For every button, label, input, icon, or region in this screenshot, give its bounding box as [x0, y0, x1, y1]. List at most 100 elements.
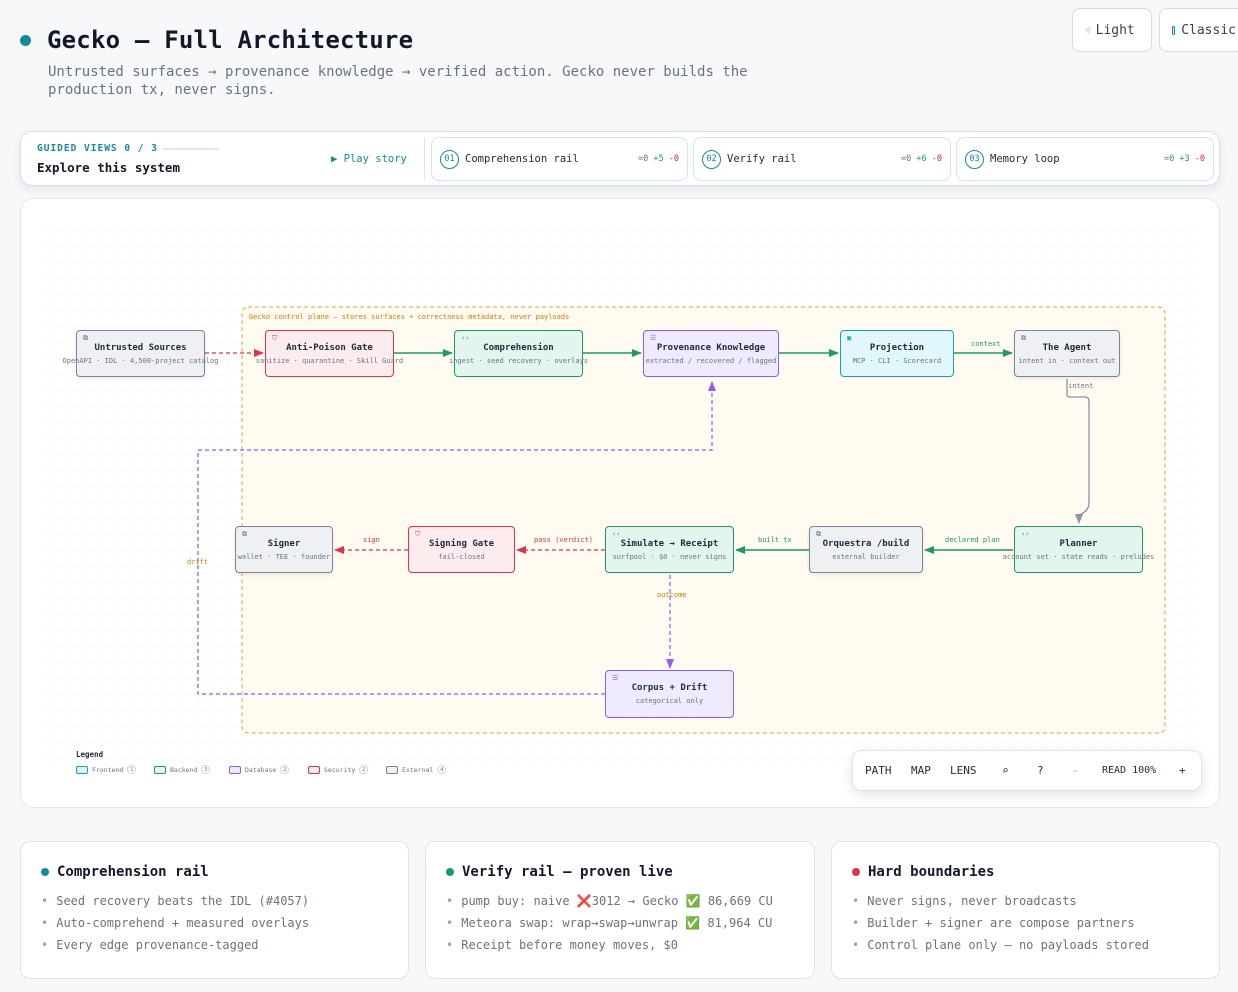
card-title: Verify rail — proven live [462, 864, 673, 880]
external-icon: ⧉ [1021, 334, 1026, 342]
card-list: Never signs, never broadcasts Builder + … [852, 892, 1149, 958]
node-signer[interactable]: ⧉ Signer wallet · TEE · founder [235, 526, 333, 573]
legend-label: Database [245, 765, 277, 774]
external-icon: ⧉ [83, 334, 88, 342]
node-title: Orquestra /build [822, 538, 910, 549]
stat-added: +6 [916, 154, 927, 164]
explore-heading: Explore this system [37, 160, 180, 175]
legend-swatch [154, 765, 166, 774]
search-icon[interactable]: ⌕ [1002, 764, 1009, 777]
code-icon: ‹› [612, 530, 621, 538]
node-corpus-drift[interactable]: ☰ Corpus + Drift categorical only [605, 670, 734, 718]
legend-item-database[interactable]: Database 2 [229, 765, 290, 774]
rail-number: 01 [440, 149, 459, 169]
legend-count: 1 [127, 765, 137, 774]
node-planner[interactable]: ‹› Planner account set · state reads · p… [1003, 526, 1154, 573]
control-plane-label: Gecko control plane — stores surfaces + … [249, 313, 570, 321]
node-anti-poison-gate[interactable]: ⛉ Anti-Poison Gate sanitize · quarantine… [256, 330, 403, 377]
list-item: Seed recovery beats the IDL (#4057) [41, 892, 309, 914]
node-orquestra-build[interactable]: ⧉ Orquestra /build external builder [809, 526, 923, 573]
card-header: Hard boundaries [852, 864, 994, 880]
card-verify-rail: Verify rail — proven live pump buy: naiv… [425, 841, 815, 979]
legend-count: 2 [280, 765, 290, 774]
edge-corpus-provenance [197, 381, 716, 695]
zoom-out-button[interactable]: - [1072, 764, 1079, 777]
theme-toggle-button[interactable]: ☼ Light [1072, 8, 1152, 52]
diagram-canvas[interactable]: Gecko control plane — stores surfaces + … [20, 198, 1220, 808]
legend-item-backend[interactable]: Backend 3 [154, 765, 211, 774]
edge-label-context: context [971, 340, 1001, 348]
node-subtitle: external builder [832, 552, 900, 561]
list-item: Meteora swap: wrap→swap→unwrap ✅ 81,964 … [446, 914, 773, 936]
node-title: Untrusted Sources [94, 342, 187, 353]
node-subtitle: account set · state reads · preludes [1002, 552, 1155, 561]
node-title: Projection [869, 342, 925, 353]
legend-count: 2 [359, 765, 369, 774]
shield-icon: ⛉ [272, 334, 278, 342]
play-story-button[interactable]: ▶ Play story [331, 153, 407, 165]
card-list: Seed recovery beats the IDL (#4057) Auto… [41, 892, 309, 958]
guided-views-bar: GUIDED VIEWS 0 / 3 Explore this system ▶… [20, 131, 1220, 186]
node-simulate-receipt[interactable]: ‹› Simulate → Receipt surfpool · $0 · ne… [605, 526, 734, 573]
rail-name: Verify rail [727, 153, 797, 165]
stat-removed: -0 [668, 154, 679, 164]
zoom-in-button[interactable]: + [1179, 764, 1186, 777]
node-projection[interactable]: ▣ Projection MCP · CLI · Scorecard [840, 330, 954, 377]
external-icon: ⧉ [816, 530, 821, 538]
node-signing-gate[interactable]: ⛉ Signing Gate fail-closed [408, 526, 515, 573]
control-plane-region [241, 306, 1166, 734]
legend-item-frontend[interactable]: Frontend 1 [76, 765, 137, 774]
rail-name: Comprehension rail [465, 153, 579, 165]
database-icon: ☰ [650, 334, 657, 342]
node-provenance-knowledge[interactable]: ☰ Provenance Knowledge extracted / recov… [643, 330, 779, 377]
code-icon: ‹› [1021, 530, 1030, 538]
edge-label-drift: drift [187, 558, 209, 566]
legend-swatch [76, 765, 88, 774]
rail-stats: =0 +5 -0 [638, 154, 679, 164]
node-subtitle: sanitize · quarantine · Skill Guard [255, 356, 404, 365]
card-title: Comprehension rail [57, 864, 209, 880]
list-item: Never signs, never broadcasts [852, 892, 1149, 914]
node-untrusted-sources[interactable]: ⧉ Untrusted Sources OpenAPI · IDL · 4,50… [63, 330, 218, 377]
node-title: Simulate → Receipt [620, 538, 719, 549]
map-button[interactable]: MAP [911, 764, 931, 777]
rail-card-verify[interactable]: 02 Verify rail =0 +6 -0 [693, 137, 951, 181]
legend-swatch [386, 765, 398, 774]
stat-unchanged: =0 [901, 154, 912, 164]
legend-item-security[interactable]: Security 2 [308, 765, 369, 774]
node-title: Corpus + Drift [631, 683, 708, 693]
node-the-agent[interactable]: ⧉ The Agent intent in · context out [1014, 330, 1120, 377]
legend-swatch [229, 765, 241, 774]
stat-removed: -0 [931, 154, 942, 164]
help-button[interactable]: ? [1037, 764, 1044, 777]
node-subtitle: MCP · CLI · Scorecard [852, 356, 942, 365]
rail-card-comprehension[interactable]: 01 Comprehension rail =0 +5 -0 [431, 137, 688, 181]
legend-item-external[interactable]: External 4 [386, 765, 447, 774]
guided-views-label: GUIDED VIEWS 0 / 3 [37, 143, 158, 154]
list-item: Receipt before money moves, $0 [446, 936, 773, 958]
card-title: Hard boundaries [868, 864, 995, 880]
lens-button[interactable]: LENS [950, 764, 977, 777]
database-icon: ☰ [612, 674, 619, 682]
stat-unchanged: =0 [638, 154, 649, 164]
node-comprehension[interactable]: ‹› Comprehension ingest · seed recovery … [449, 330, 588, 377]
node-title: Anti-Poison Gate [286, 342, 373, 353]
style-toggle-label: Classic [1181, 22, 1236, 38]
node-subtitle: intent in · context out [1018, 356, 1116, 365]
list-item: Builder + signer are compose partners [852, 914, 1149, 936]
node-title: Comprehension [483, 342, 554, 353]
node-title: Signing Gate [428, 538, 495, 549]
node-subtitle: wallet · TEE · founder [237, 552, 331, 561]
rail-name: Memory loop [990, 153, 1060, 165]
path-button[interactable]: PATH [865, 764, 892, 777]
rail-card-memory[interactable]: 03 Memory loop =0 +3 -0 [956, 137, 1214, 181]
node-subtitle: fail-closed [438, 552, 485, 561]
node-title: The Agent [1042, 342, 1092, 353]
style-toggle-button[interactable]: Classic [1159, 8, 1238, 52]
edge-label-intent: intent [1068, 382, 1094, 390]
page-title: Gecko — Full Architecture [47, 26, 414, 54]
node-title: Provenance Knowledge [656, 342, 766, 353]
rail-number: 03 [965, 149, 984, 169]
rail-number: 02 [702, 149, 721, 169]
legend-label: Frontend [92, 765, 124, 774]
